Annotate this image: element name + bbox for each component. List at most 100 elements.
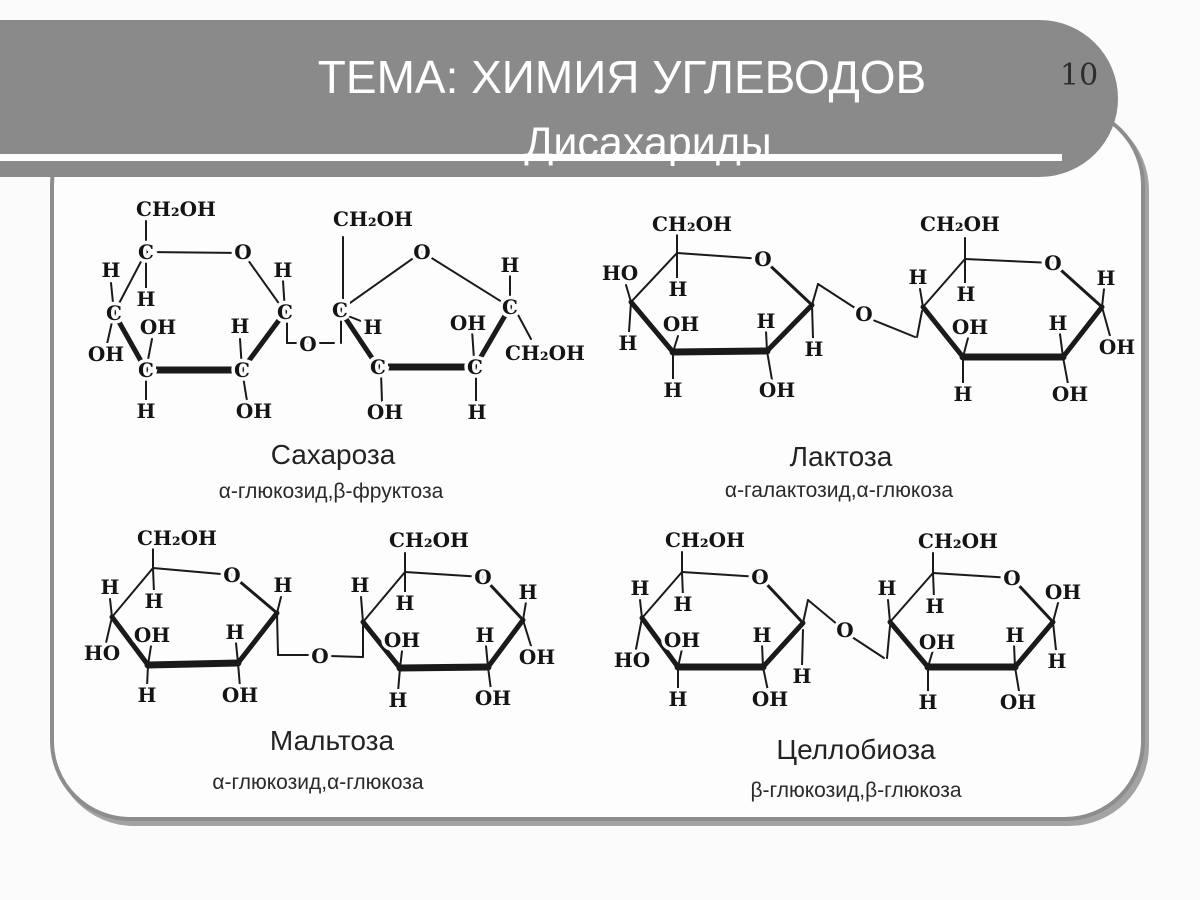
atom-label: OH bbox=[222, 683, 258, 707]
atom-label: H bbox=[753, 623, 772, 647]
header-separator-line bbox=[0, 154, 1062, 161]
atom-label: H bbox=[351, 573, 370, 597]
bond bbox=[932, 572, 1013, 579]
atom-label: OH bbox=[952, 315, 988, 339]
atom-label: H bbox=[476, 623, 495, 647]
bond bbox=[397, 667, 401, 693]
atom-label: H bbox=[631, 576, 650, 600]
bond bbox=[239, 309, 288, 373]
atom-label: CH₂OH bbox=[389, 528, 469, 552]
atom-label: C bbox=[370, 355, 386, 379]
atom-label: H bbox=[664, 378, 683, 402]
bond bbox=[919, 288, 924, 308]
bond bbox=[105, 616, 113, 644]
bond bbox=[964, 258, 1054, 264]
atom-label: H bbox=[101, 575, 120, 599]
atom-label: H bbox=[137, 287, 156, 311]
atom-label: H bbox=[919, 690, 938, 714]
atom-label: OH bbox=[134, 623, 170, 647]
bond bbox=[111, 567, 154, 618]
bond bbox=[811, 304, 814, 339]
atom-label: OH bbox=[1099, 335, 1135, 359]
content-panel bbox=[50, 105, 1145, 821]
atom-label: C bbox=[138, 358, 154, 382]
bond bbox=[1013, 643, 1016, 668]
bond bbox=[1052, 621, 1057, 651]
bond bbox=[1062, 356, 1069, 385]
atom-label: H bbox=[274, 573, 293, 597]
bond bbox=[872, 319, 916, 338]
atom-label: H bbox=[957, 282, 976, 306]
bond bbox=[472, 304, 513, 370]
atom-label: H bbox=[364, 315, 383, 339]
bond bbox=[146, 664, 149, 688]
bond bbox=[399, 650, 403, 669]
atom-label: O bbox=[836, 618, 853, 642]
bond bbox=[276, 596, 282, 614]
bond bbox=[758, 575, 805, 625]
bond bbox=[628, 299, 676, 355]
atom-label: C bbox=[467, 355, 483, 379]
atom-label: OH bbox=[919, 630, 955, 654]
bond bbox=[487, 666, 492, 691]
page-number: 10 bbox=[1060, 58, 1099, 93]
bond bbox=[801, 629, 804, 667]
header-banner: ТЕМА: ХИМИЯ УГЛЕВОДОВ Дисахариды bbox=[0, 20, 1118, 177]
atom-label: C bbox=[277, 300, 293, 324]
bond bbox=[421, 251, 511, 308]
bond bbox=[329, 655, 363, 658]
atom-label: O bbox=[413, 240, 430, 264]
bond bbox=[522, 619, 532, 647]
atom-label: OH bbox=[752, 687, 788, 711]
bond bbox=[761, 257, 814, 307]
atom-label: C bbox=[138, 240, 154, 264]
bond bbox=[669, 347, 771, 356]
bond bbox=[1014, 666, 1020, 692]
bond bbox=[110, 282, 115, 314]
atom-label: CH₂OH bbox=[137, 526, 217, 550]
bond bbox=[635, 617, 643, 650]
bond bbox=[1051, 261, 1104, 309]
atom-label: OH bbox=[384, 628, 420, 652]
bond bbox=[764, 302, 815, 354]
bond bbox=[111, 310, 149, 373]
subtitle-lactose: α-галактозид,α-глюкоза bbox=[724, 479, 954, 502]
bond bbox=[1101, 306, 1111, 337]
bond bbox=[235, 642, 239, 664]
bond bbox=[145, 251, 244, 254]
atom-label: OH bbox=[1045, 580, 1081, 604]
atom-label: OH bbox=[475, 686, 511, 710]
atom-label: H bbox=[468, 400, 487, 424]
bond bbox=[485, 617, 526, 670]
bond bbox=[362, 571, 406, 623]
atom-label: OH bbox=[664, 628, 700, 652]
atom-label: OH bbox=[1052, 382, 1088, 406]
atom-label: O bbox=[1044, 251, 1061, 275]
bond bbox=[817, 283, 856, 309]
bond bbox=[672, 335, 679, 353]
bond bbox=[1059, 333, 1064, 358]
bond bbox=[807, 599, 839, 626]
subtitle-sucrose: α-глюкозид,β-фруктоза bbox=[218, 480, 444, 503]
bond bbox=[1052, 602, 1059, 623]
atom-label: H bbox=[145, 589, 164, 613]
atom-label: HO bbox=[602, 261, 638, 285]
atom-label: CH₂OH bbox=[918, 529, 998, 553]
bond bbox=[766, 350, 773, 381]
bond bbox=[481, 575, 525, 622]
bond bbox=[522, 601, 527, 621]
atom-label: H bbox=[137, 399, 156, 423]
bond bbox=[886, 625, 891, 659]
subtitle-maltose: α-глюкозид,α-глюкоза bbox=[212, 771, 424, 794]
bond bbox=[144, 659, 242, 669]
bond bbox=[109, 614, 151, 668]
bond bbox=[337, 307, 381, 370]
bond bbox=[360, 596, 364, 623]
bond bbox=[887, 599, 891, 623]
subtitle-cellobiose: β-глюкозид,β-глюкоза bbox=[750, 779, 962, 802]
bond bbox=[1101, 288, 1105, 308]
bond bbox=[230, 573, 279, 615]
bond bbox=[887, 619, 931, 670]
